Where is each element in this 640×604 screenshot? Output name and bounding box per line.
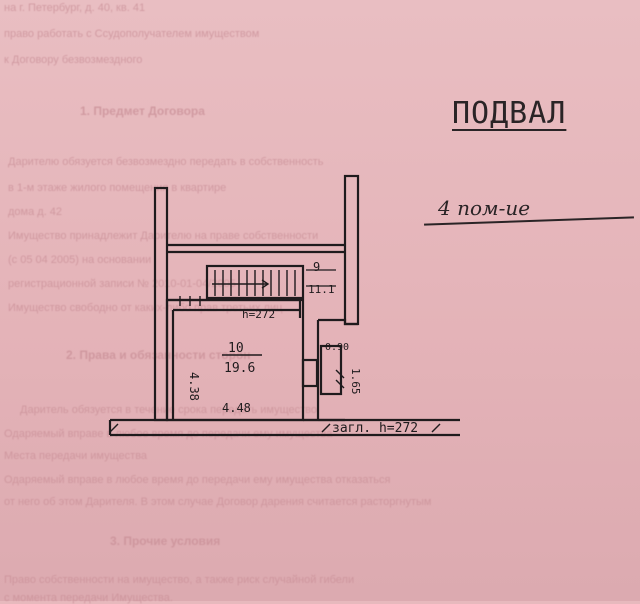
- stamp-title: ПОДВАЛ: [452, 96, 567, 131]
- staircase: [205, 264, 305, 300]
- s1-line-2: в 1-м этаже жилого помещения в квартире: [8, 182, 227, 194]
- bg-line-3: к Договору безвозмездного: [4, 54, 143, 66]
- room-10-area: 19.6: [224, 361, 255, 376]
- s2-line-3: Места передачи имущества: [4, 450, 148, 462]
- section1-title: 1. Предмет Договора: [80, 104, 205, 118]
- dimension-left: 4.38: [187, 372, 201, 401]
- room-9-area: 11.1: [308, 283, 335, 296]
- s1-line-5: (с 05 04 2005) на основании: [8, 254, 152, 266]
- s1-line-6: регистрационной записи № 2010-01-04/2005: [8, 278, 236, 290]
- s2-line-4: Одаряемый вправе в любое время до переда…: [4, 474, 391, 486]
- wall-left: [153, 186, 169, 422]
- s2-line-5: от него об этом Дарителя. В этом случае …: [4, 496, 432, 508]
- s2-line-1: Даритель обязуется в течение срока перед…: [20, 404, 318, 416]
- bg-line-2: право работать с Ссудополучателем имущес…: [4, 28, 260, 40]
- s1-line-1: Дарителю обязуется безвозмездно передать…: [8, 156, 324, 168]
- door-block: [301, 358, 319, 388]
- section3-title: 3. Прочие условия: [110, 534, 221, 548]
- s1-line-3: дома д. 42: [8, 206, 63, 218]
- s3-line-1: Право собственности на имущество, а такж…: [4, 574, 355, 586]
- rooms-count-note: 4 пом-ие: [438, 196, 531, 220]
- dimension-small: 0.90: [325, 342, 349, 353]
- section2-title: 2. Права и обязанности сторон: [66, 348, 251, 362]
- dimension-bottom: 4.48: [222, 401, 251, 415]
- s1-line-4: Имущество принадлежит Дарителю на праве …: [8, 230, 319, 242]
- room-height-label: h=272: [242, 308, 275, 321]
- wall-right-upper: [343, 174, 360, 326]
- room-9-number: 9: [313, 260, 320, 274]
- basement-height-label: загл. h=272: [332, 421, 418, 436]
- dimension-right: 1.65: [349, 368, 362, 395]
- bg-line-1: на г. Петербург, д. 40, кв. 41: [4, 2, 146, 14]
- room-10-number: 10: [228, 341, 244, 356]
